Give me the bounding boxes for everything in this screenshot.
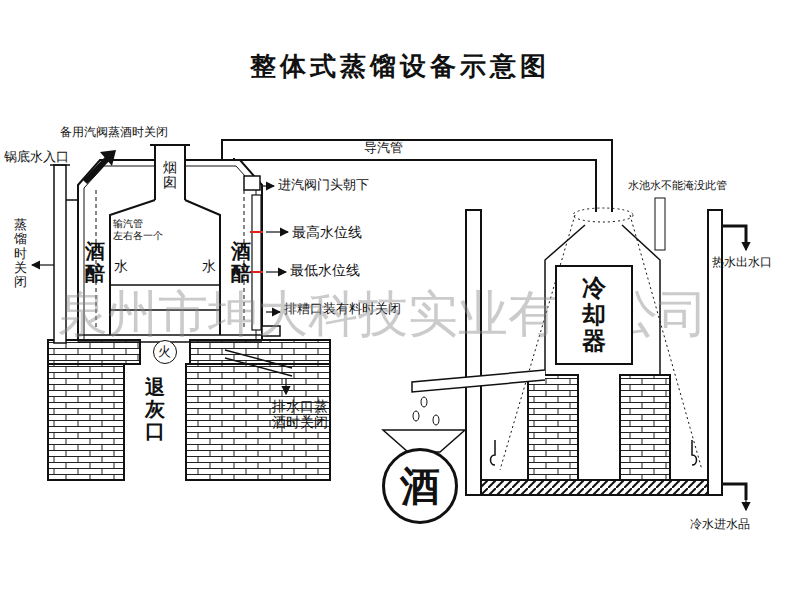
valve-note: 备用汽阀蒸酒时关闭 [60,126,168,140]
hot-water-label: 热水出水口 [712,256,772,270]
pipe-note: 输汽管 左右各一个 [113,218,169,241]
fire-circle-text: 火 [158,345,171,359]
ash-port-label: 退灰口 [145,376,165,442]
cooler-box-text: 冷却器 [582,275,606,354]
inlet-label: 锅底水入口 [4,150,69,165]
tube-note: 水池水不能淹没此管 [628,180,727,193]
water-level-label: 最高水位线 [292,224,362,240]
diagram-title: 整体式蒸馏设备示意图 [0,52,800,82]
pipe-label: 导汽管 [362,141,405,156]
water-label: 水 [114,258,128,274]
cooler-box: 冷却器 [555,265,633,365]
valve-label: 进汽阀门头朝下 [278,178,369,193]
chimney-label: 烟囱 [163,160,177,191]
grain-label: 酒醅 [85,240,105,284]
water-label: 水 [202,258,216,274]
fire-circle: 火 [153,340,177,364]
cold-water-label: 冷水进水品 [690,518,750,532]
drain-note: 排水口蒸 酒时关闭 [272,398,336,430]
wine-jar: 酒 [382,448,458,524]
water-level-label: 最低水位线 [290,262,360,278]
grain-label: 酒醅 [231,240,251,284]
wine-jar-text: 酒 [400,464,440,508]
closing-note: 蒸馏时关闭 [14,218,27,289]
